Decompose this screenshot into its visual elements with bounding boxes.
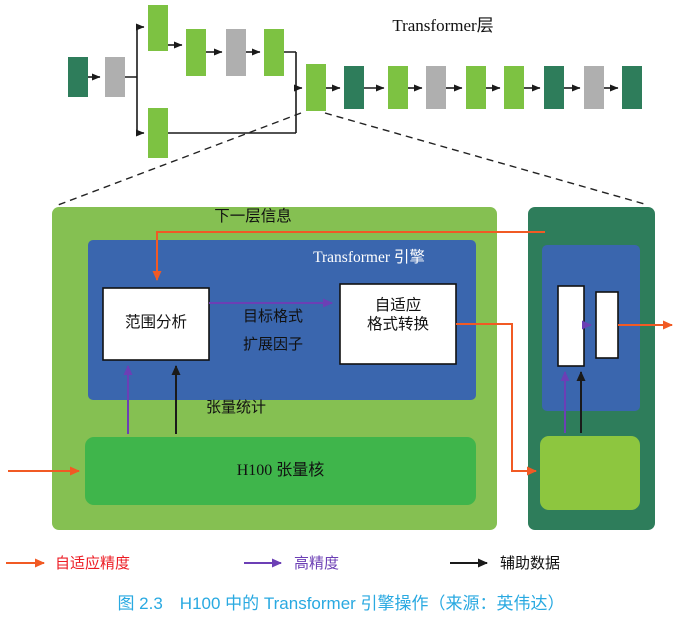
tensor-core-label: H100 张量核	[236, 462, 325, 479]
layer-block	[186, 29, 206, 76]
target-format-label: 目标格式	[242, 309, 303, 325]
layer-block	[148, 5, 168, 51]
transformer-layer-chain	[68, 5, 642, 158]
scale-factor-label: 扩展因子	[242, 337, 303, 353]
layer-block	[68, 57, 88, 97]
range-analysis-label: 范围分析	[124, 314, 187, 331]
layer-block	[504, 66, 524, 109]
tensor-core-box	[85, 437, 476, 505]
layer-block-zoomed	[306, 64, 326, 111]
legend-adaptive-precision-label: 自适应精度	[55, 556, 131, 572]
layer-block	[105, 57, 125, 97]
next-layer-range-box	[557, 285, 585, 367]
layer-block	[584, 66, 604, 109]
layer-block	[466, 66, 486, 109]
layer-block	[544, 66, 564, 109]
range-analysis-box	[102, 287, 210, 361]
next-layer-conversion-box	[595, 291, 619, 359]
next-layer-info-label: 下一层信息	[214, 208, 292, 225]
adaptive-conversion-label: 自适应 格式转换	[366, 297, 429, 333]
figure-caption: 图 2.3 H100 中的 Transformer 引擎操作（来源：英伟达）	[117, 594, 565, 613]
layer-block	[264, 29, 284, 76]
auxiliary-data-arrows	[171, 365, 586, 434]
tensor-stats-label: 张量统计	[205, 400, 266, 416]
layer-block	[344, 66, 364, 109]
layer-block	[426, 66, 446, 109]
layer-block	[388, 66, 408, 109]
fp8-transfer-arrow	[456, 323, 537, 476]
adaptive-precision-arrows	[8, 231, 673, 476]
layer-block	[148, 108, 168, 158]
next-layer-tensor-box	[540, 436, 640, 510]
legend-auxiliary-data-label: 辅助数据	[500, 556, 561, 572]
zoom-callout-lines	[57, 112, 649, 206]
high-precision-arrows	[123, 298, 592, 434]
layer-block	[226, 29, 246, 76]
next-layer-feedback-arrow	[152, 231, 545, 281]
layer-block	[622, 66, 642, 109]
chain-label: Transformer层	[392, 16, 494, 35]
legend-high-precision-label: 高精度	[294, 556, 340, 572]
next-layer-engine-box	[542, 245, 640, 411]
engine-title: Transformer 引擎	[313, 249, 425, 266]
layer-flow-arrows	[88, 23, 619, 137]
